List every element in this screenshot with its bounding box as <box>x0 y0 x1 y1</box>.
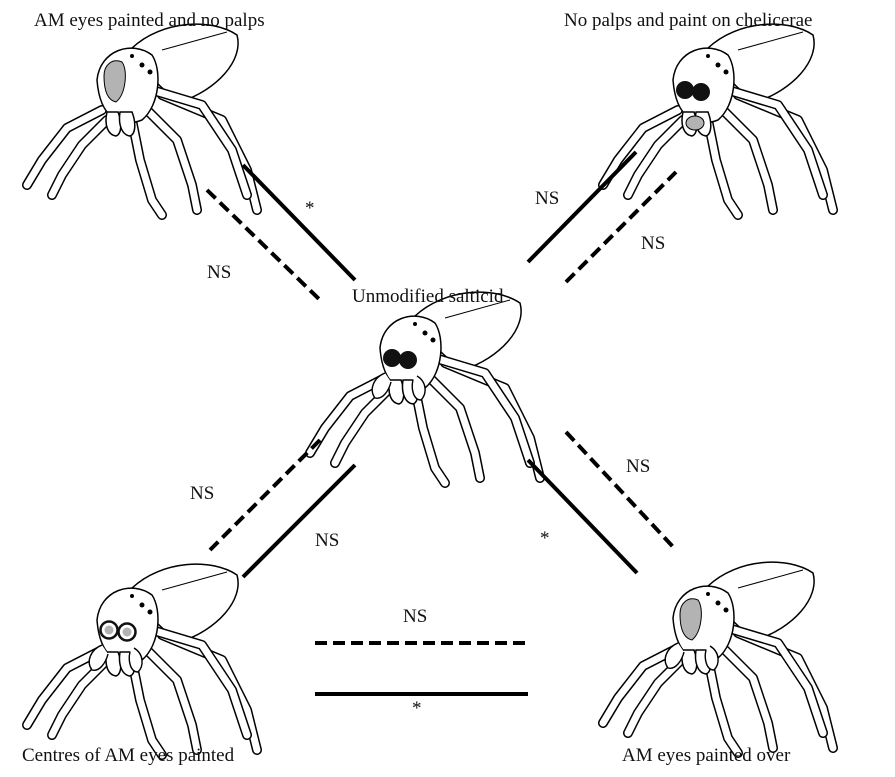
result-bottom-solid: * <box>412 698 422 720</box>
result-bl-dashed: NS <box>190 483 214 505</box>
spider-top-right <box>603 24 833 215</box>
result-tl-dashed: NS <box>207 262 231 284</box>
result-br-dashed: NS <box>626 456 650 478</box>
comparison-line-br-solid <box>528 460 637 573</box>
node-label-bottom-right: AM eyes painted over <box>622 745 790 767</box>
am-eye-right-icon <box>692 83 710 101</box>
node-label-top-right: No palps and paint on chelicerae <box>564 10 812 32</box>
am-eye-left-icon <box>676 81 694 99</box>
spider-center <box>310 292 540 483</box>
node-label-top-left: AM eyes painted and no palps <box>34 10 265 32</box>
chelicerae-paint-icon <box>686 116 704 130</box>
result-tr-solid: NS <box>535 188 559 210</box>
spider-bottom-left <box>27 564 257 755</box>
comparison-line-tr-dashed <box>566 172 676 282</box>
am-eye-right-icon <box>399 351 417 369</box>
comparison-line-bl-solid <box>243 465 355 577</box>
node-label-center: Unmodified salticid <box>352 286 503 308</box>
comparison-line-tl-solid <box>243 165 355 280</box>
comparison-line-bl-dashed <box>210 440 320 550</box>
result-bl-solid: NS <box>315 530 339 552</box>
result-bottom-dashed: NS <box>403 606 427 628</box>
result-tl-solid: * <box>305 198 315 220</box>
node-label-bottom-left: Centres of AM eyes painted <box>22 745 234 767</box>
comparison-line-br-dashed <box>566 432 676 550</box>
result-tr-dashed: NS <box>641 233 665 255</box>
result-br-solid: * <box>540 528 550 550</box>
spider-bottom-right <box>603 562 833 753</box>
am-eye-left-icon <box>383 349 401 367</box>
spider-top-left <box>27 24 257 215</box>
